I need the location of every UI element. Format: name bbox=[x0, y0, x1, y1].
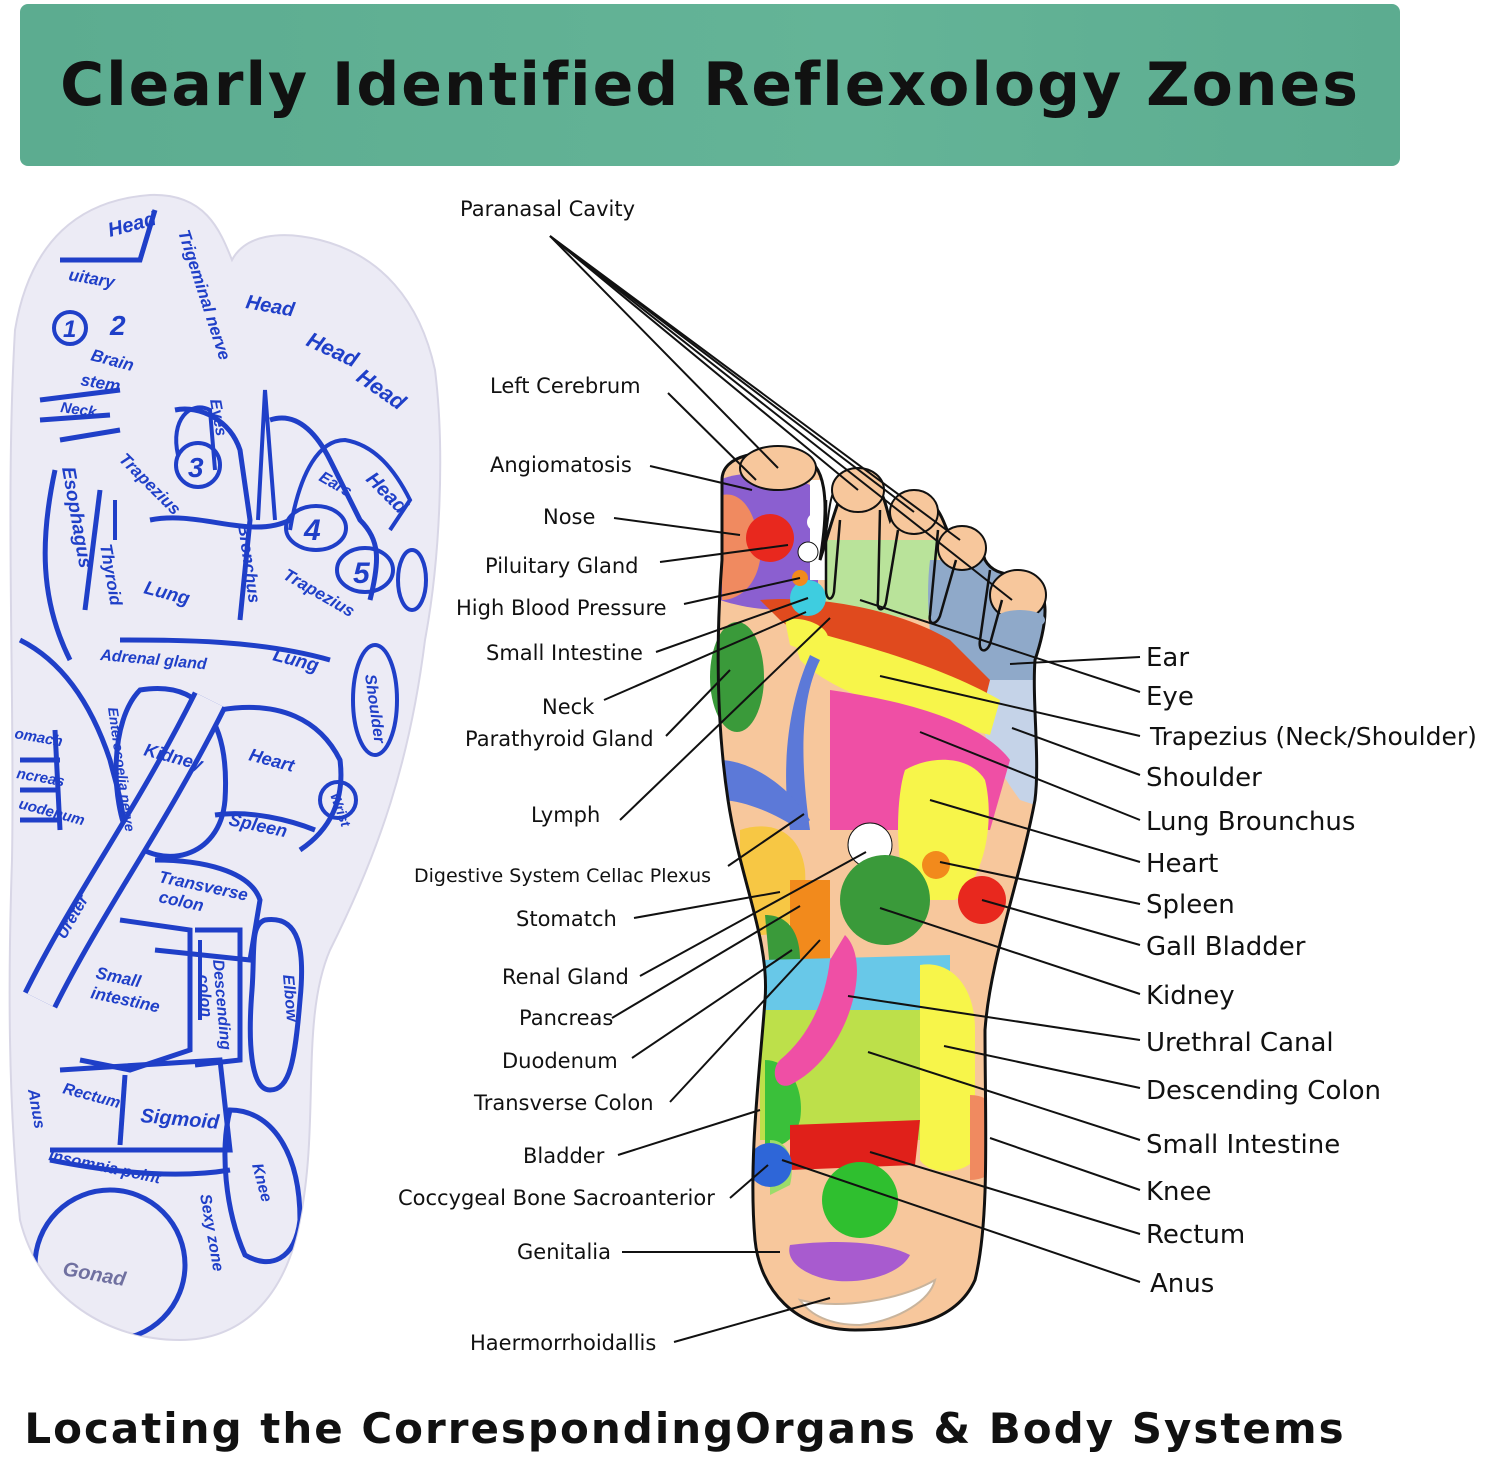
title-banner bbox=[20, 4, 1400, 166]
label-transverse-colon: Transverse Colon bbox=[473, 1091, 654, 1115]
sock-label-descending-2: colon bbox=[194, 974, 215, 1018]
label-stomatch: Stomatch bbox=[516, 907, 617, 931]
label-trapezius: Trapezius (Neck/Shoulder) bbox=[1149, 722, 1477, 751]
label-piluitary-gland: Piluitary Gland bbox=[485, 554, 638, 578]
label-nose: Nose bbox=[543, 505, 595, 529]
label-small-intestine-left: Small Intestine bbox=[486, 641, 643, 665]
foot-zone-chart bbox=[710, 445, 1047, 1332]
label-genitalia: Genitalia bbox=[517, 1240, 611, 1264]
label-rectum: Rectum bbox=[1146, 1220, 1245, 1250]
label-lung-brounchus: Lung Brounchus bbox=[1146, 807, 1355, 837]
label-kidney: Kidney bbox=[1146, 981, 1235, 1011]
label-bladder: Bladder bbox=[523, 1144, 605, 1168]
sock-number-3: 3 bbox=[188, 452, 204, 483]
label-duodenum: Duodenum bbox=[502, 1049, 618, 1073]
reflexology-sock: Head uitary Trigeminal nerve Brain stem … bbox=[8, 193, 442, 1342]
sock-label-neck: Neck bbox=[59, 399, 98, 421]
label-lymph: Lymph bbox=[531, 803, 600, 827]
label-angiomatosis: Angiomatosis bbox=[490, 453, 632, 477]
label-knee: Knee bbox=[1146, 1177, 1212, 1207]
label-parathyroid-gland: Parathyroid Gland bbox=[465, 727, 654, 751]
label-small-intestine-right: Small Intestine bbox=[1146, 1130, 1340, 1160]
sock-label-anus: Anus bbox=[24, 1087, 48, 1130]
sock-number-5: 5 bbox=[353, 557, 371, 590]
label-high-blood-pressure: High Blood Pressure bbox=[456, 596, 667, 620]
label-digestive-system: Digestive System Cellac Plexus bbox=[414, 865, 711, 887]
label-heart: Heart bbox=[1146, 849, 1218, 879]
label-eye: Eye bbox=[1146, 682, 1194, 712]
label-left-cerebrum: Left Cerebrum bbox=[490, 374, 641, 398]
label-neck: Neck bbox=[542, 695, 595, 719]
sock-number-4: 4 bbox=[303, 514, 321, 547]
sock-number-2: 2 bbox=[109, 310, 126, 341]
label-anus: Anus bbox=[1150, 1269, 1214, 1299]
label-descending-colon: Descending Colon bbox=[1146, 1076, 1381, 1106]
label-renal-gland: Renal Gland bbox=[502, 965, 629, 989]
label-paranasal-cavity: Paranasal Cavity bbox=[460, 197, 635, 221]
sock-label-eyes: Eyes bbox=[206, 398, 229, 438]
label-coccygeal-bone: Coccygeal Bone Sacroanterior bbox=[398, 1186, 715, 1210]
page-title: Clearly Identified Reflexology Zones bbox=[60, 50, 1360, 120]
footer-caption: Locating the CorrespondingOrgans & Body … bbox=[24, 1404, 1346, 1453]
label-haermorrhoidallis: Haermorrhoidallis bbox=[470, 1331, 656, 1355]
sock-number-1: 1 bbox=[63, 316, 76, 343]
label-ear: Ear bbox=[1146, 643, 1189, 673]
label-gall-bladder: Gall Bladder bbox=[1146, 932, 1306, 962]
label-shoulder: Shoulder bbox=[1146, 763, 1262, 793]
label-pancreas: Pancreas bbox=[519, 1006, 613, 1030]
sock-label-elbow: Elbow bbox=[279, 974, 300, 1024]
label-spleen: Spleen bbox=[1146, 890, 1235, 920]
label-urethral-canal: Urethral Canal bbox=[1146, 1028, 1334, 1058]
leader-lines bbox=[549, 235, 1141, 1343]
